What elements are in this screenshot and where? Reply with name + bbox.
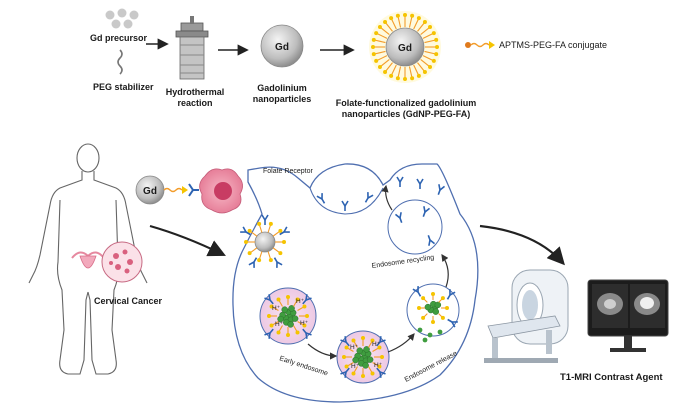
folate-np-label-2: nanoparticles (GdNP-PEG-FA) [342, 109, 471, 119]
folate-receptor-icon [341, 200, 349, 211]
conjugate-legend-label: APTMS-PEG-FA conjugate [499, 40, 607, 50]
gd-cluster [424, 300, 442, 315]
folate-receptor-icon [279, 226, 290, 236]
folate-receptor-icon [446, 289, 456, 300]
folate-receptor-icon [316, 193, 326, 204]
proton-label: H⁺ [351, 363, 360, 370]
gd-np-label-1: Gadolinium [257, 83, 307, 93]
bound-np-spikes [244, 221, 286, 263]
early-endosome-label: Early endosome [278, 355, 328, 377]
hydrothermal-autoclave-icon [175, 16, 209, 80]
gd-np-label-2: nanoparticles [253, 94, 312, 104]
gd-precursor-icon [105, 8, 139, 29]
gd-conjugate-symbol: Gd [143, 186, 157, 197]
folate-receptor-icon [261, 214, 269, 225]
folate-receptor-icon [364, 192, 374, 203]
gd-np-symbol: Gd [275, 42, 289, 53]
released-particle [427, 332, 433, 338]
peg-stabilizer-icon [117, 49, 123, 75]
uterus-icon [71, 251, 105, 269]
gd-cluster [352, 346, 374, 369]
folate-receptor-icon [447, 318, 458, 328]
folate-np-label-1: Folate-functionalized gadolinium [336, 98, 477, 108]
endosome-recycling-vesicle [387, 199, 443, 255]
folate-receptor-icon [376, 336, 386, 347]
proton-label: H⁺ [374, 362, 383, 369]
arrow-to-cell [149, 224, 226, 257]
folate-receptor-icon [240, 226, 251, 236]
aptms-peg-fa-legend-icon [465, 41, 495, 49]
proton-label: H⁺ [300, 320, 309, 327]
mri-scanner-icon [484, 269, 569, 363]
bound-np-core [254, 231, 276, 253]
released-particle [422, 337, 428, 343]
mri-monitor-icon [587, 279, 669, 352]
endosome-release-label: Endosome release [404, 350, 459, 384]
arrow-recycle-to-membrane [381, 184, 393, 211]
hydrothermal-label-2: reaction [177, 98, 212, 108]
cell-membrane [232, 163, 479, 403]
cervical-cancer-zoom-circle [101, 241, 143, 283]
proton-label: H⁺ [272, 305, 281, 312]
folate-receptor-icon [427, 235, 436, 246]
folate-receptor-icon [340, 367, 350, 378]
folate-receptor-icon [188, 183, 199, 197]
released-particle [437, 329, 443, 335]
arrow-to-mri [479, 224, 565, 266]
folate-receptor-icon [396, 176, 404, 187]
folate-receptor-icon [437, 184, 446, 195]
folate-receptor-icon [264, 328, 274, 339]
gd-conjugate-np [135, 175, 188, 205]
folate-receptor-label: Folate Receptor [263, 168, 313, 175]
folate-receptor-icon [248, 257, 258, 268]
folate-receptor-icon [340, 336, 350, 347]
arrow-endosome-release [387, 333, 415, 353]
endosome-recycling-label: Endosome recycling [371, 254, 434, 270]
hydrothermal-label-1: Hydrothermal [166, 87, 225, 97]
vesicle1-spikes [267, 295, 309, 337]
arrow-endosome-recycling [441, 254, 449, 288]
peg-stabilizer-label: PEG stabilizer [93, 82, 154, 92]
proton-label: H⁺ [350, 344, 359, 351]
folate-receptor-icon [394, 212, 403, 223]
gd-nanoparticle-sphere [260, 24, 304, 68]
peg-fa-spikes [371, 13, 439, 81]
released-particle [417, 327, 423, 333]
nanoparticle-clusters: H⁺ H⁺ H⁺ H⁺ H⁺ H⁺ H⁺ H⁺ [264, 176, 458, 378]
folate-receptor-icon [302, 328, 312, 339]
gd-precursor-label: Gd precursor [90, 33, 148, 43]
vesicle2-spikes [342, 336, 384, 378]
folate-receptor-icon [273, 257, 283, 268]
receptor-invagination [309, 187, 384, 215]
t1-mri-label: T1-MRI Contrast Agent [560, 372, 663, 383]
folate-np-core [385, 27, 425, 67]
folate-receptor-icon [416, 178, 424, 189]
folate-np-symbol: Gd [398, 43, 412, 54]
gd-cluster [277, 305, 299, 328]
release-spikes [417, 292, 449, 324]
folate-receptor-icon [422, 206, 431, 217]
arrow-early-endosome [307, 343, 338, 360]
proton-label: H⁺ [372, 341, 381, 348]
cervical-cancer-label: Cervical Cancer [94, 296, 163, 306]
folate-receptor-icon [412, 286, 422, 297]
proton-label: H⁺ [296, 298, 305, 305]
proton-label: H⁺ [275, 321, 284, 328]
folate-receptor-icon [264, 294, 274, 305]
cancer-cell-icon [199, 168, 243, 214]
folate-receptor-icon [376, 367, 386, 378]
bound-nanoparticle [240, 214, 290, 268]
folate-receptor-icon [302, 294, 312, 305]
